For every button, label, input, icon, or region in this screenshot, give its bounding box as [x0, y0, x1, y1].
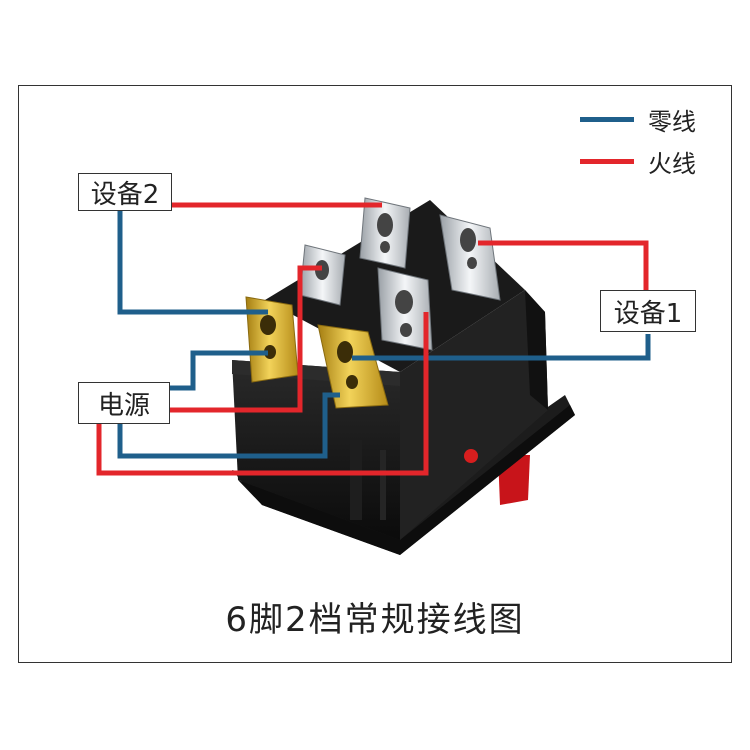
live-wire-power-a — [170, 265, 322, 413]
legend-line-neutral — [580, 117, 634, 122]
live-wire-device1 — [478, 240, 649, 290]
label-device1: 设备1 — [600, 290, 696, 332]
legend-label-neutral: 零线 — [648, 108, 696, 136]
legend-line-live — [580, 159, 634, 164]
terminal-brass-center — [317, 324, 389, 409]
legend-label-live: 火线 — [648, 150, 696, 178]
neutral-wire-device2 — [117, 205, 268, 315]
terminal-back-middle — [359, 197, 411, 269]
switch-flange — [232, 395, 575, 555]
legend-item-live: 火线 — [580, 144, 696, 179]
terminal-front-middle — [377, 267, 433, 351]
indicator-light — [464, 449, 478, 463]
neutral-wire-power-b — [117, 392, 340, 459]
legend-item-neutral: 零线 — [580, 102, 696, 137]
diagram-caption: 6脚2档常规接线图 — [225, 600, 525, 640]
label-power: 电源 — [78, 382, 170, 424]
neutral-wire-power-a — [170, 350, 268, 391]
label-device2: 设备2 — [78, 173, 172, 211]
terminal-back-right — [439, 214, 501, 301]
neutral-wire-device1 — [352, 334, 651, 361]
terminal-back-left — [299, 244, 346, 306]
live-wire-power-b — [96, 312, 429, 476]
neutral-wires — [117, 205, 651, 459]
live-wires — [96, 202, 649, 476]
